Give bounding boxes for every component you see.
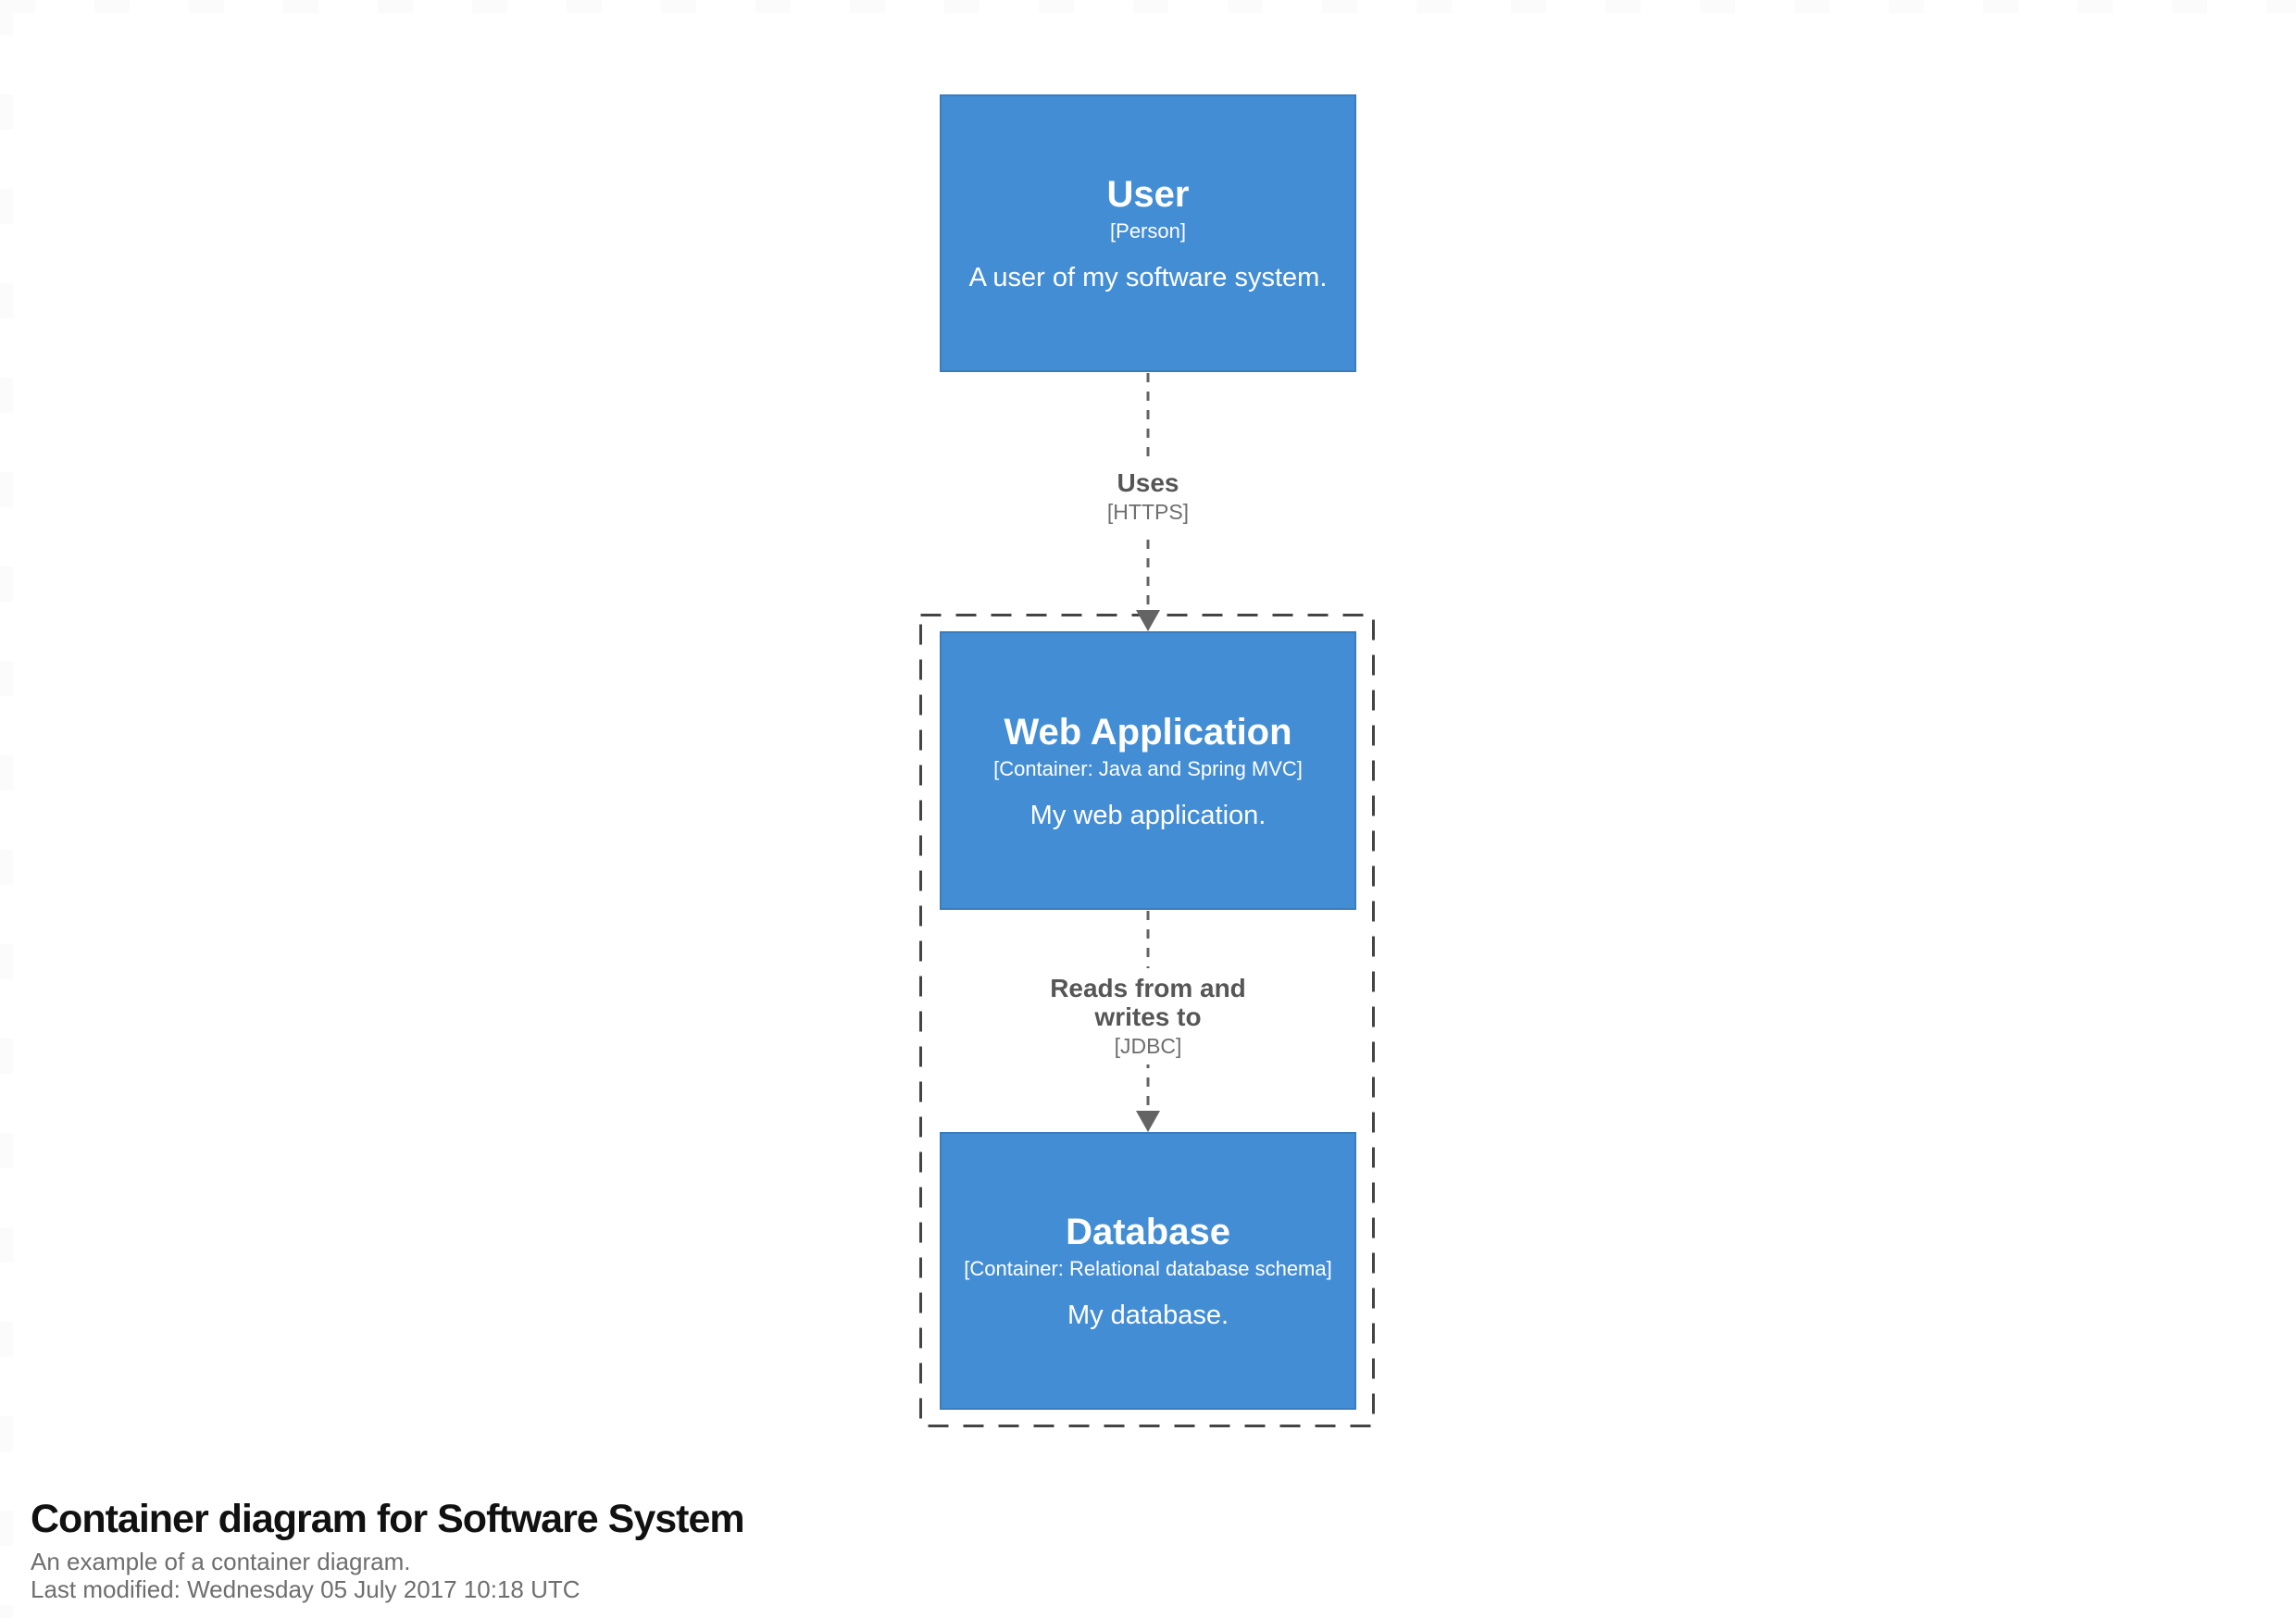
element-user-description: A user of my software system. — [968, 263, 1328, 292]
diagram-title: Container diagram for Software System — [31, 1497, 745, 1541]
relationship-reads-writes-technology: [JDBC] — [1114, 1034, 1182, 1058]
element-user-name: User — [1106, 174, 1190, 215]
element-web-application-meta: [Container: Java and Spring MVC] — [993, 756, 1303, 780]
relationship-uses-technology: [HTTPS] — [1106, 500, 1190, 524]
element-web-application-name: Web Application — [1004, 711, 1292, 753]
relationship-uses-text: Uses — [1117, 468, 1179, 497]
element-database[interactable]: Database [Container: Relational database… — [940, 1132, 1356, 1410]
diagram-last-modified: Last modified: Wednesday 05 July 2017 10… — [31, 1575, 580, 1603]
relationship-label-uses[interactable]: Uses [HTTPS] — [1069, 463, 1227, 530]
arrowhead-uses-icon — [1136, 610, 1160, 631]
relationship-label-reads-writes[interactable]: Reads from and writes to [JDBC] — [1018, 968, 1278, 1064]
element-web-application[interactable]: Web Application [Container: Java and Spr… — [940, 631, 1356, 910]
element-user-meta: [Person] — [1110, 219, 1186, 243]
diagram-footer: Container diagram for Software System An… — [31, 1496, 745, 1603]
arrowhead-reads-writes-icon — [1136, 1111, 1160, 1132]
element-user[interactable]: User [Person] A user of my software syst… — [940, 94, 1356, 372]
element-database-meta: [Container: Relational database schema] — [964, 1257, 1332, 1280]
element-database-description: My database. — [1067, 1301, 1229, 1330]
relationship-reads-writes-text: Reads from and writes to — [1050, 974, 1246, 1031]
diagram-description: An example of a container diagram. — [31, 1548, 411, 1575]
element-database-name: Database — [1066, 1212, 1230, 1252]
element-web-application-description: My web application. — [1029, 800, 1267, 830]
